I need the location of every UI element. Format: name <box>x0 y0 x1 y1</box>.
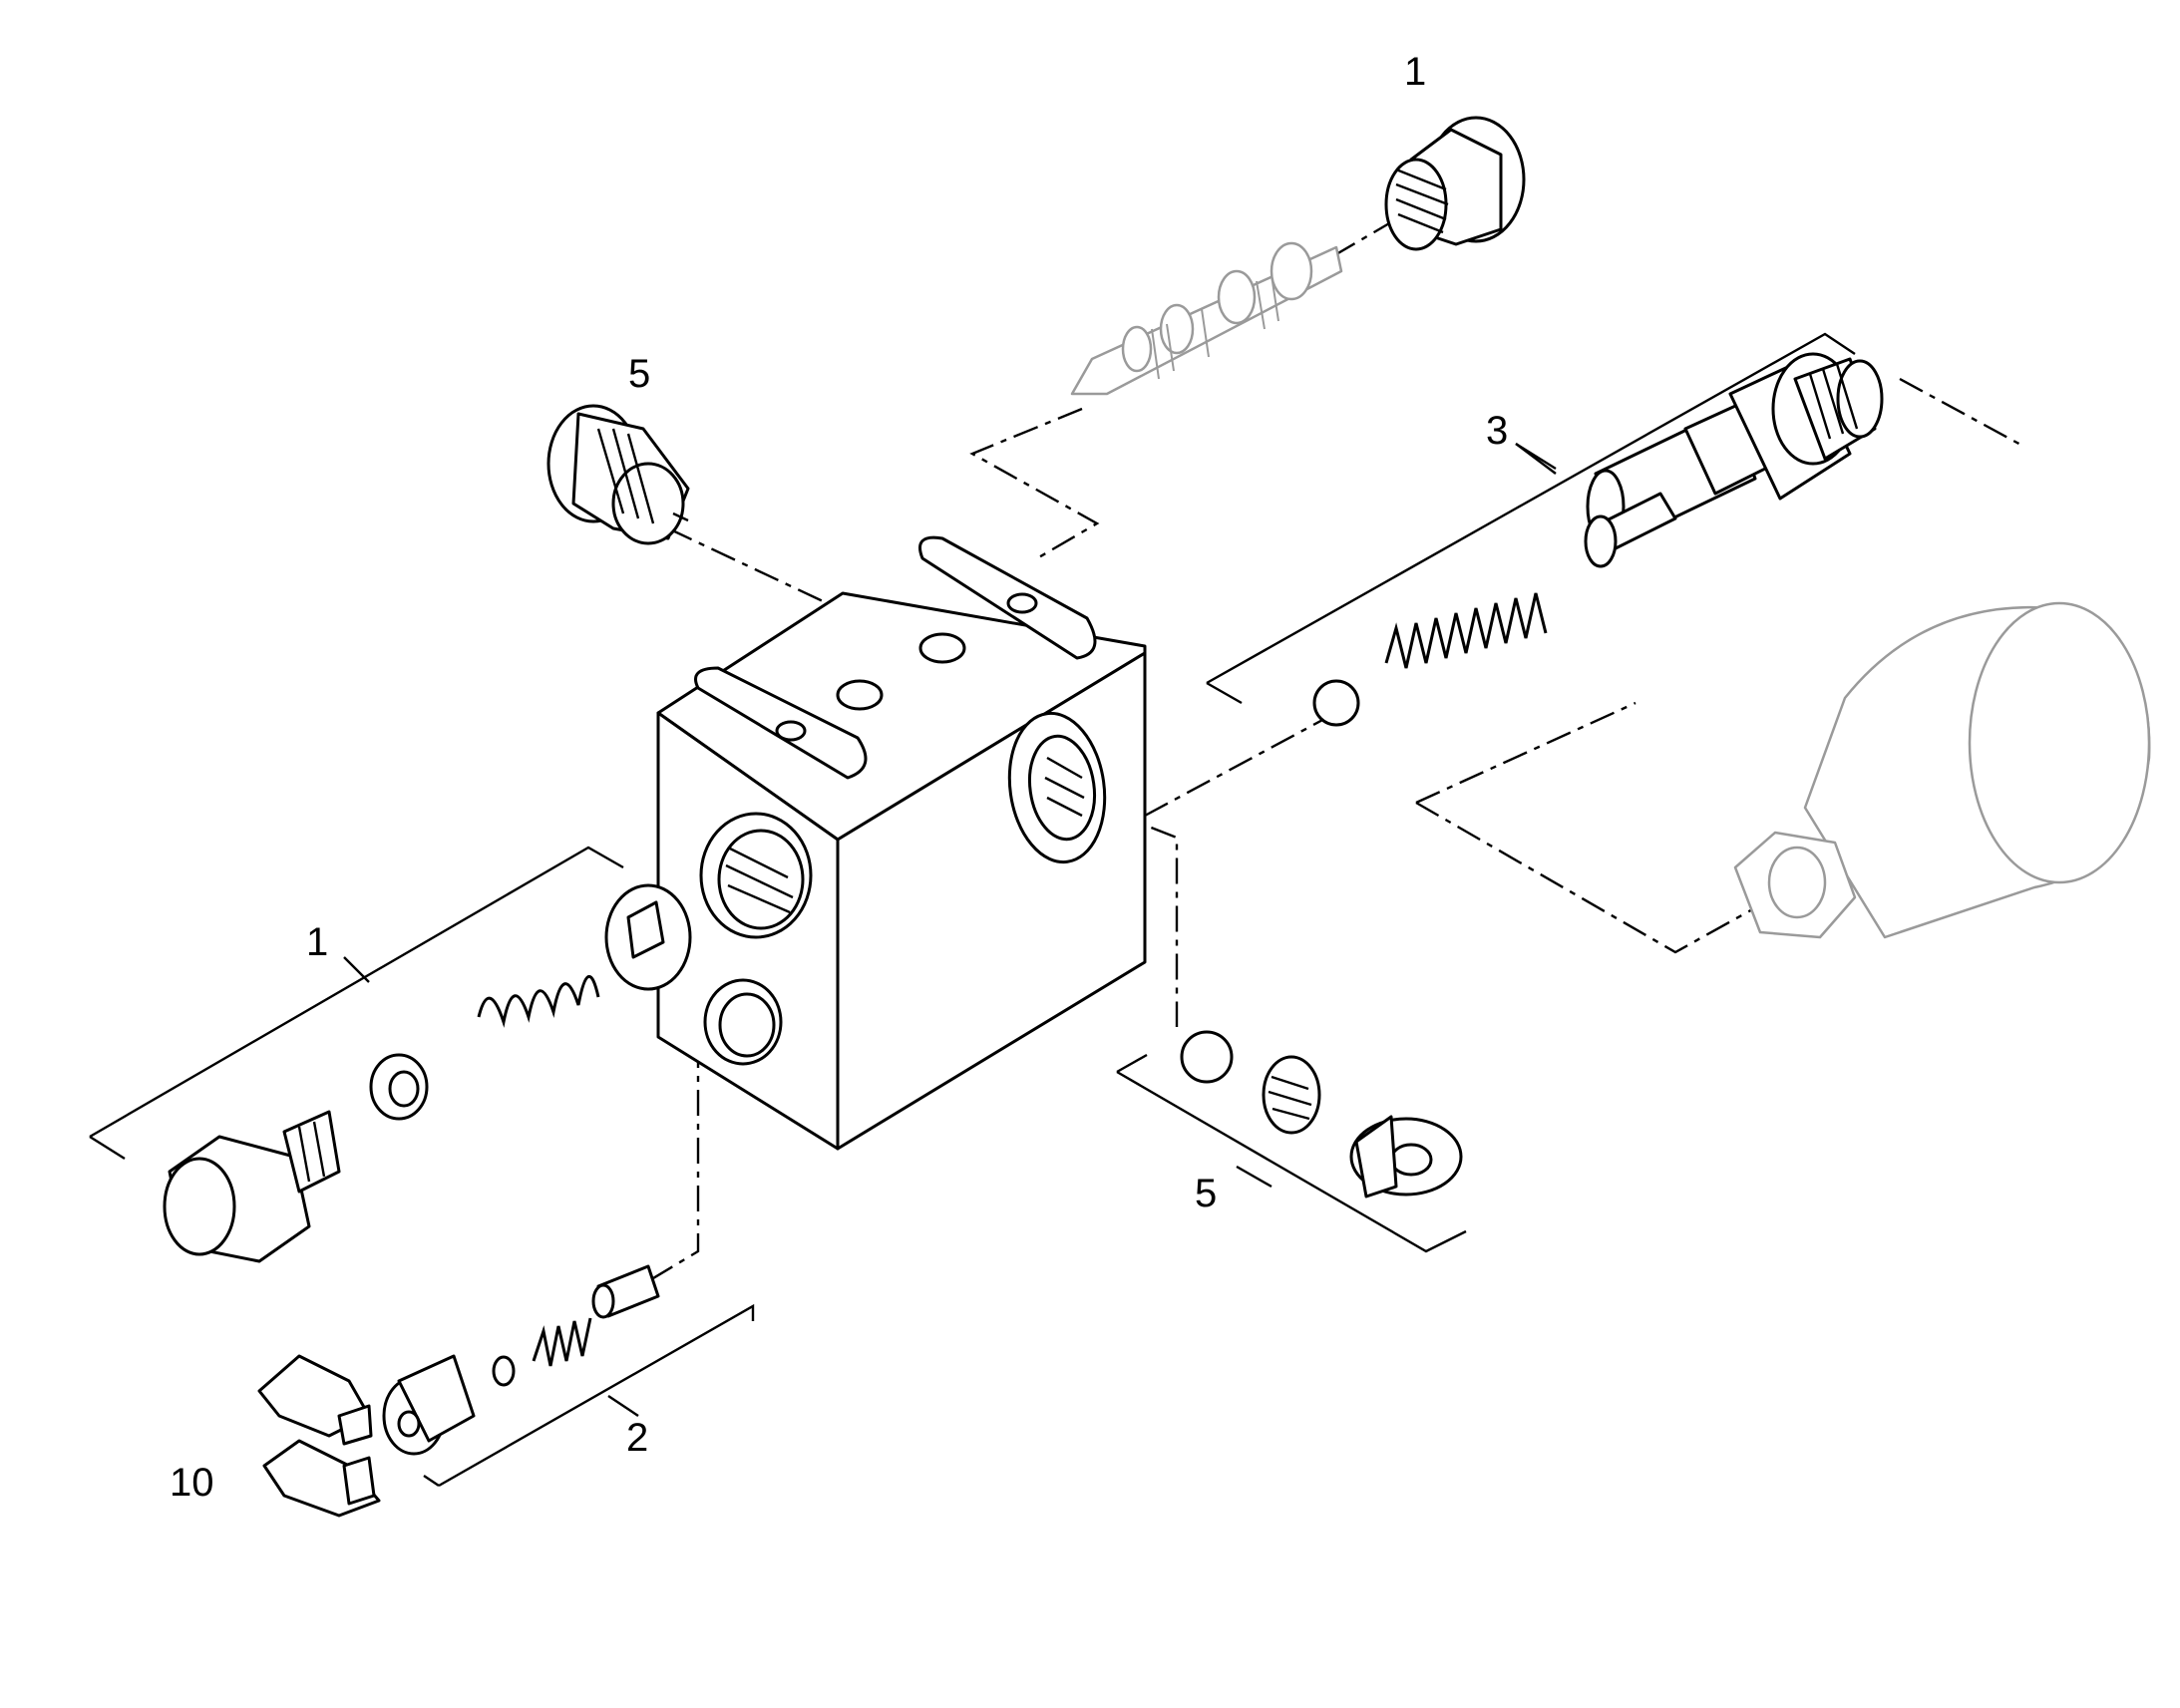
axis-gauge <box>1415 701 1766 954</box>
leader-3 <box>1515 443 1557 475</box>
check-valve-assembly-1 <box>163 883 692 1263</box>
ghost-gauge <box>1733 601 2151 939</box>
axis-gauge-right <box>1899 377 2025 449</box>
callouts: 1 5 3 1 5 2 10 <box>170 50 1508 1505</box>
axis-bottom <box>647 1042 700 1283</box>
axis-top-plug <box>1335 217 1397 256</box>
callout-10: 10 <box>170 1461 214 1505</box>
spring-1 <box>477 974 600 1028</box>
top-lug-left <box>694 666 868 780</box>
leader-5-right <box>1236 1165 1272 1189</box>
callout-3: 3 <box>1486 409 1508 453</box>
top-lug-right <box>918 535 1097 660</box>
valve-assembly-2 <box>382 1264 660 1456</box>
fitting-assembly-3 <box>1312 352 1884 727</box>
front-port-small-inner <box>718 992 776 1058</box>
assembly-lines <box>647 217 2025 1283</box>
callout-1-top: 1 <box>1404 50 1426 94</box>
axis-right-lower <box>1061 791 1179 1027</box>
ball-3 <box>1312 679 1360 727</box>
callout-5-top: 5 <box>628 352 650 396</box>
top-lug-left-hole <box>775 720 807 742</box>
clips-10 <box>257 1354 381 1518</box>
ball-5 <box>1180 1030 1234 1084</box>
axis-right-assembly <box>1144 716 1327 818</box>
bracket-2 <box>423 1303 755 1488</box>
bracket-5-right <box>1116 1053 1467 1253</box>
axis-top-valve <box>969 407 1100 560</box>
valve-block <box>656 535 1147 1151</box>
bracket-1-left <box>89 846 624 1161</box>
plug-5-top <box>546 404 690 545</box>
spring-2 <box>532 1317 592 1367</box>
callout-1-left: 1 <box>306 920 328 964</box>
top-hole-2 <box>918 632 966 664</box>
top-lug-right-hole <box>1006 592 1038 614</box>
callout-5-right: 5 <box>1195 1172 1217 1215</box>
leader-2 <box>607 1395 639 1417</box>
spring-3 <box>1384 592 1548 669</box>
callout-2: 2 <box>626 1416 648 1460</box>
top-hole-1 <box>836 679 884 711</box>
valve-assembly-5 <box>1180 1030 1463 1198</box>
front-port-large-inner <box>717 829 805 930</box>
leader-1-left <box>343 956 370 983</box>
bracket-lines <box>89 332 1856 1488</box>
ghost-valve-stem <box>1070 241 1343 396</box>
axis-plug-5-top <box>667 526 839 610</box>
plug-top <box>1384 116 1526 251</box>
